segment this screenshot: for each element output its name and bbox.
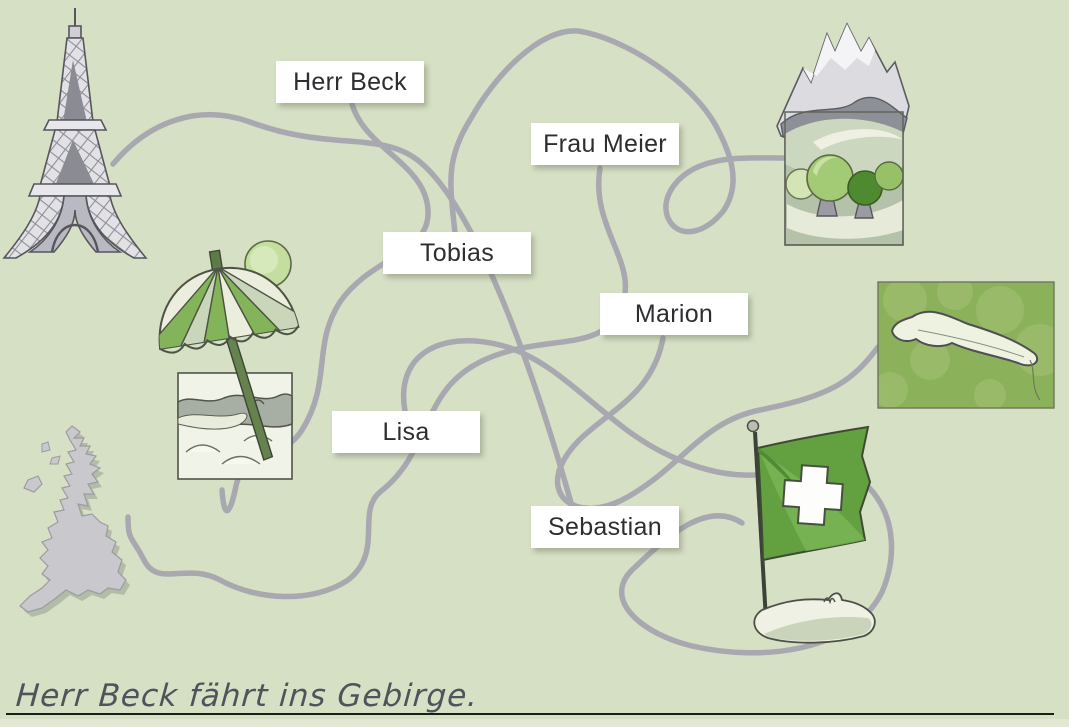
great-britain-map-icon[interactable] xyxy=(19,425,130,617)
connector-line xyxy=(555,335,881,512)
connector-line xyxy=(448,28,786,236)
name-label-marion[interactable]: Marion xyxy=(600,293,748,335)
name-label-sebastian[interactable]: Sebastian xyxy=(531,506,679,548)
name-label-herr-beck[interactable]: Herr Beck xyxy=(276,61,424,103)
connector-line xyxy=(400,338,895,656)
connector-line xyxy=(219,101,431,514)
page-bottom-strip xyxy=(0,719,1069,727)
name-label-frau-meier[interactable]: Frau Meier xyxy=(531,123,679,165)
lake-constance-map-icon[interactable] xyxy=(872,274,1066,411)
eiffel-tower-paris-icon[interactable] xyxy=(2,8,148,259)
answer-writing-line xyxy=(6,713,1054,715)
connector-line xyxy=(110,112,575,509)
name-label-lisa[interactable]: Lisa xyxy=(332,411,480,453)
swiss-flag-icon[interactable] xyxy=(746,419,876,644)
mountains-forest-icon[interactable] xyxy=(776,22,910,246)
answer-sentence: Herr Beck fährt ins Gebirge. xyxy=(14,678,480,714)
name-label-tobias[interactable]: Tobias xyxy=(383,232,531,274)
beach-parasol-icon[interactable] xyxy=(129,237,338,480)
